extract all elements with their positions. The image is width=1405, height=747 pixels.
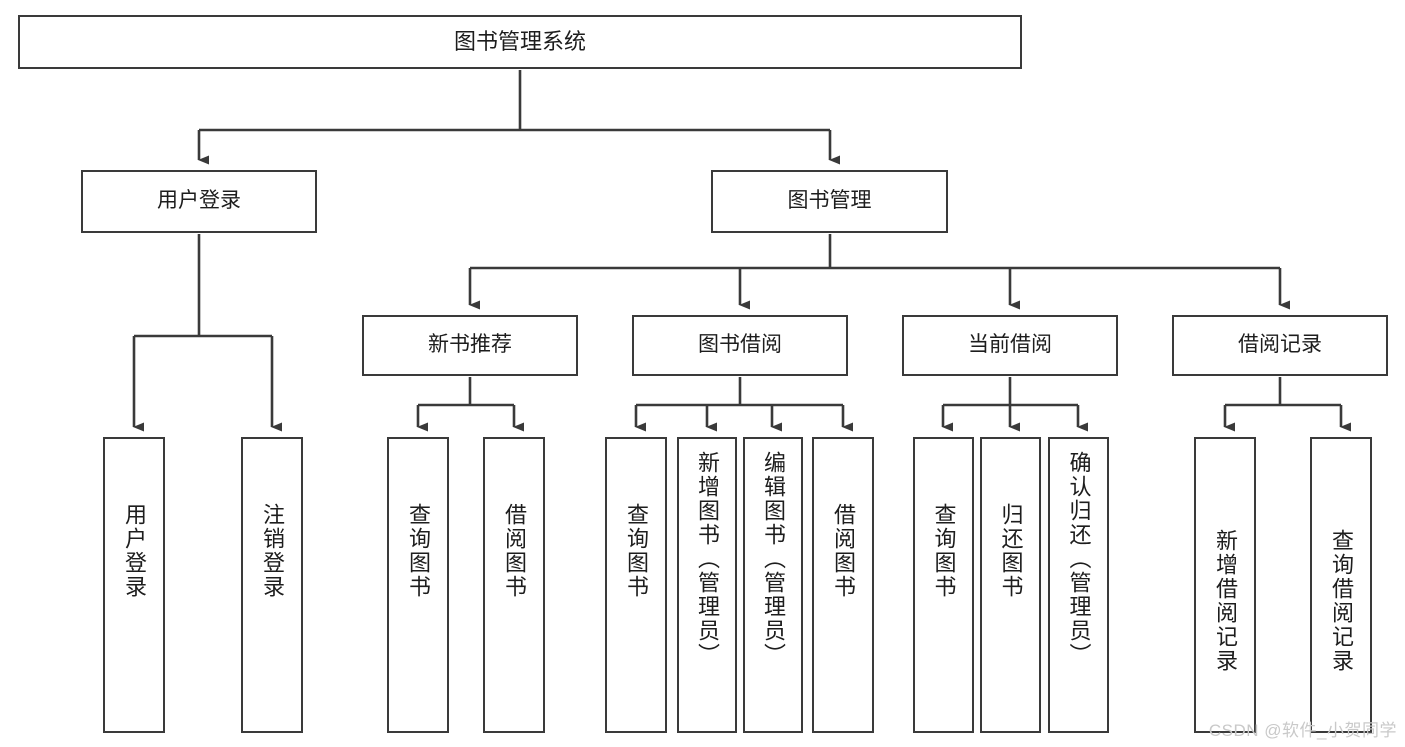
node-current-borrowing[interactable]: 当前借阅 bbox=[902, 315, 1118, 376]
node-label: 图书管理 bbox=[787, 189, 872, 213]
leaf-query-borrow-record[interactable]: 查询借阅记录 bbox=[1310, 437, 1372, 733]
leaf-edit-book-admin[interactable]: 编辑图书（管理员） bbox=[743, 437, 803, 733]
node-label: 注销登录 bbox=[260, 503, 285, 599]
node-label: 查询借阅记录 bbox=[1329, 529, 1354, 673]
node-label: 查询图书 bbox=[406, 503, 431, 599]
node-label: 用户登录 bbox=[157, 189, 241, 213]
node-label: 确认归还（管理员） bbox=[1066, 451, 1092, 667]
node-root-book-management-system[interactable]: 图书管理系统 bbox=[18, 15, 1022, 69]
node-label: 借阅图书 bbox=[831, 503, 856, 599]
node-label: 归还图书 bbox=[998, 503, 1024, 599]
leaf-return-book[interactable]: 归还图书 bbox=[980, 437, 1041, 733]
leaf-add-book-admin[interactable]: 新增图书（管理员） bbox=[677, 437, 737, 733]
watermark: CSDN @软件_小贺同学 bbox=[1208, 721, 1397, 740]
node-label: 编辑图书（管理员） bbox=[761, 451, 786, 667]
node-label: 新书推荐 bbox=[428, 333, 512, 357]
leaf-borrow-book-newbook[interactable]: 借阅图书 bbox=[483, 437, 545, 733]
node-user-login[interactable]: 用户登录 bbox=[81, 170, 317, 233]
leaf-query-book-newbook[interactable]: 查询图书 bbox=[387, 437, 449, 733]
node-label: 查询图书 bbox=[931, 503, 957, 599]
leaf-add-borrow-record[interactable]: 新增借阅记录 bbox=[1194, 437, 1256, 733]
leaf-query-book-current[interactable]: 查询图书 bbox=[913, 437, 974, 733]
node-label: 用户登录 bbox=[122, 503, 147, 599]
node-borrowing-record[interactable]: 借阅记录 bbox=[1172, 315, 1388, 376]
leaf-logout[interactable]: 注销登录 bbox=[241, 437, 303, 733]
node-label: 新增借阅记录 bbox=[1213, 529, 1238, 673]
node-label: 图书管理系统 bbox=[453, 29, 586, 55]
node-new-book-recommendation[interactable]: 新书推荐 bbox=[362, 315, 578, 376]
leaf-query-book-borrow[interactable]: 查询图书 bbox=[605, 437, 667, 733]
node-label: 当前借阅 bbox=[968, 333, 1052, 357]
leaf-borrow-book-borrow[interactable]: 借阅图书 bbox=[812, 437, 874, 733]
node-label: 图书借阅 bbox=[698, 333, 782, 357]
node-label: 借阅图书 bbox=[502, 503, 527, 599]
leaf-user-login[interactable]: 用户登录 bbox=[103, 437, 165, 733]
leaf-confirm-return-admin[interactable]: 确认归还（管理员） bbox=[1048, 437, 1109, 733]
node-label: 借阅记录 bbox=[1238, 333, 1322, 357]
node-label: 新增图书（管理员） bbox=[695, 451, 720, 667]
node-book-management[interactable]: 图书管理 bbox=[711, 170, 948, 233]
node-book-borrowing[interactable]: 图书借阅 bbox=[632, 315, 848, 376]
node-label: 查询图书 bbox=[624, 503, 649, 599]
